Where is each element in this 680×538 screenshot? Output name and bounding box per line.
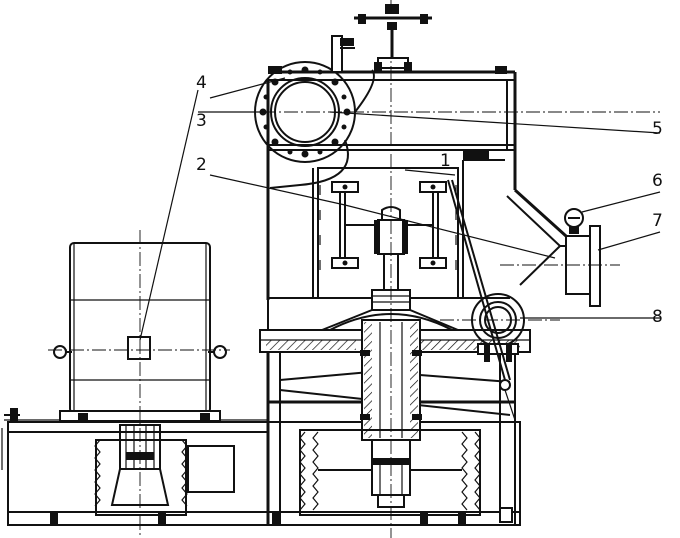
label-8: 8 [652, 307, 663, 327]
part-labels: 1 2 3 4 5 6 7 8 [196, 73, 663, 327]
label-5: 5 [652, 119, 663, 139]
label-7: 7 [652, 211, 663, 231]
handwheel [354, 4, 432, 72]
label-6: 6 [652, 171, 663, 191]
outlet-pipe [519, 225, 601, 307]
motor-pulley [94, 424, 235, 516]
leader-lines [139, 77, 661, 341]
pressure-gauge [564, 208, 584, 234]
lower-pulley-box [299, 429, 481, 516]
label-2: 2 [196, 155, 207, 175]
label-3: 3 [196, 111, 207, 131]
top-fittings [268, 35, 507, 74]
label-1: 1 [440, 151, 451, 171]
label-4: 4 [196, 73, 207, 93]
drive-rods [447, 179, 516, 421]
center-lines [48, 0, 660, 538]
base-frame [1, 330, 521, 526]
